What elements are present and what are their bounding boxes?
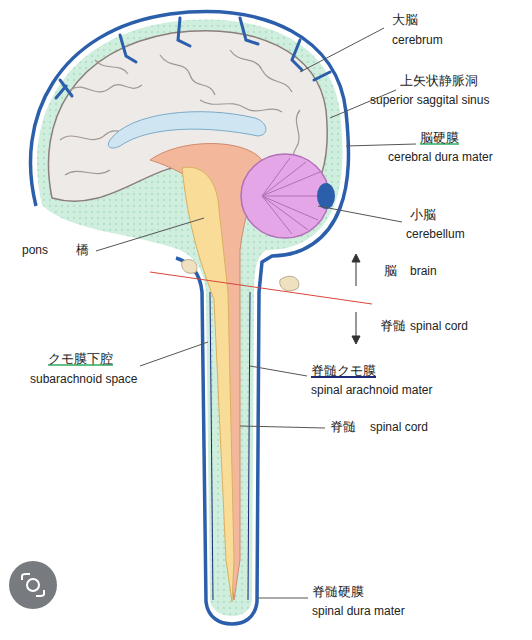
label-ja: 脳 bbox=[384, 263, 397, 278]
label-en: spinal cord bbox=[410, 319, 468, 334]
label-en: spinal dura mater bbox=[312, 604, 405, 619]
label-en: brain bbox=[410, 264, 437, 279]
label-ja: 脊髄 bbox=[380, 318, 406, 333]
label-en: cerebrum bbox=[392, 33, 443, 48]
label-ja: クモ膜下腔 bbox=[48, 351, 113, 366]
label-en: superior saggital sinus bbox=[370, 93, 489, 108]
label-ja: 小脳 bbox=[410, 207, 436, 222]
label-en: pons bbox=[22, 243, 48, 258]
label-en: cerebellum bbox=[406, 227, 465, 242]
label-ja: 上矢状静脈洞 bbox=[400, 73, 478, 88]
label-en: cerebral dura mater bbox=[388, 150, 493, 165]
label-ja: 脊髄クモ膜 bbox=[311, 363, 376, 378]
label-ja: 脊髄硬膜 bbox=[312, 584, 364, 599]
label-en: spinal cord bbox=[370, 420, 428, 435]
label-ja: 脊髄 bbox=[330, 419, 356, 434]
label-ja: 橋 bbox=[76, 242, 89, 257]
label-ja: 大脳 bbox=[392, 12, 418, 27]
label-ja: 脳硬膜 bbox=[420, 130, 459, 145]
label-en: subarachnoid space bbox=[30, 372, 137, 387]
label-en: spinal arachnoid mater bbox=[311, 383, 432, 398]
